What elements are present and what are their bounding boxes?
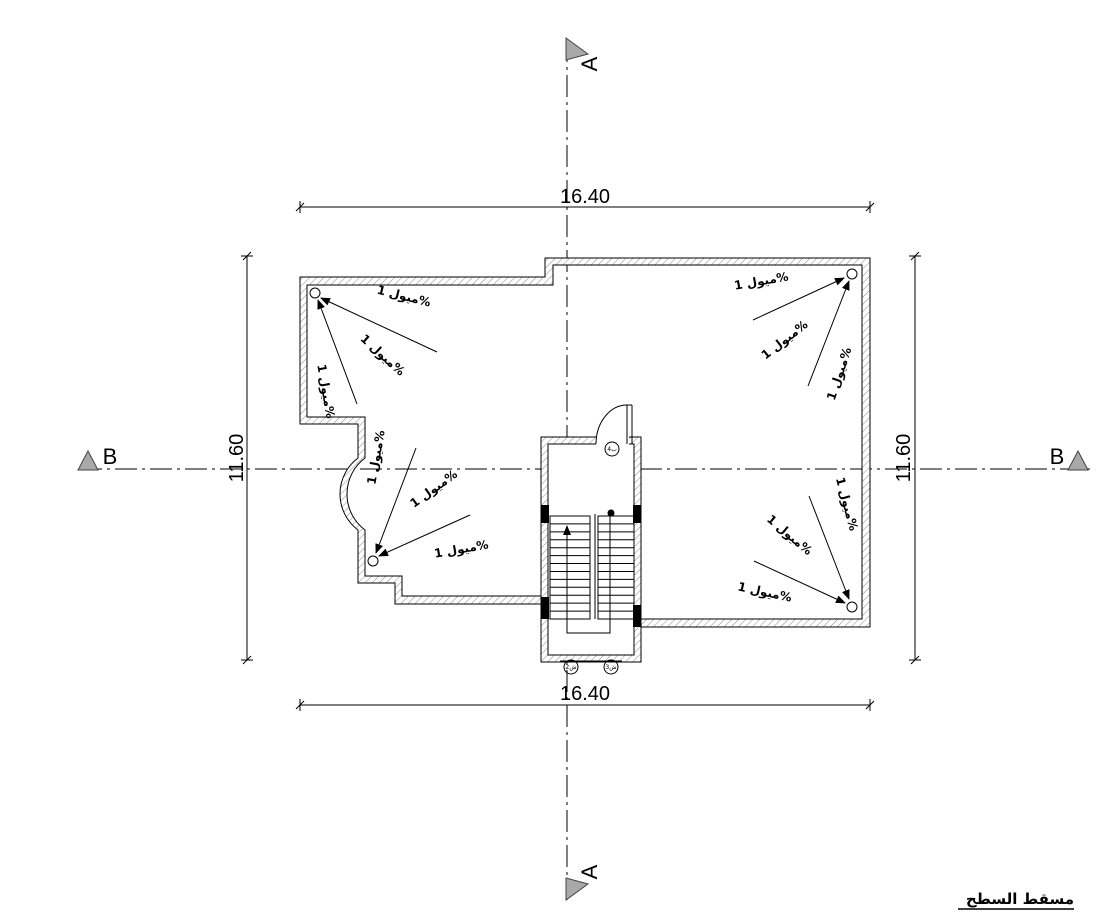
dimension-left-height: 11.60 (226, 434, 248, 483)
door-tag: ب4 (607, 446, 617, 453)
slope-label: ميول 1% (407, 467, 460, 511)
roof-drain-top-right (846, 268, 858, 280)
roof-drain-bottom-right (846, 601, 858, 613)
roof-drain-bottom-left (367, 555, 379, 567)
dimension-lines (241, 201, 921, 711)
slope-label: ميول 1% (759, 317, 811, 363)
dimension-bottom-width: 16.40 (560, 683, 610, 705)
slope-arrows (317, 277, 850, 604)
slope-label: ميول 1% (736, 580, 793, 606)
drawing-title: مسقط السطح (966, 890, 1074, 908)
svg-text:B: B (1050, 444, 1065, 469)
dimension-right-height: 11.60 (893, 434, 915, 483)
stair-core (540, 404, 642, 663)
svg-text:B: B (103, 444, 118, 469)
slope-label: ميول 1% (763, 512, 815, 559)
svg-text:A: A (577, 864, 602, 879)
slope-label: ميول 1% (824, 346, 855, 403)
slope-label: ميول 1% (313, 363, 337, 420)
window-tag-left: ش2 (565, 664, 576, 671)
slope-label: ميول 1% (357, 331, 408, 379)
window-tag-right: ش3 (605, 664, 616, 671)
svg-text:A: A (577, 56, 602, 71)
slope-label: ميول 1% (733, 269, 790, 293)
dimension-top-width: 16.40 (560, 186, 610, 208)
roof-drain-top-left (309, 287, 321, 299)
slope-label: ميول 1% (364, 429, 388, 486)
slope-label: ميول 1% (832, 476, 861, 533)
section-marker-b-left: B (77, 444, 118, 471)
slope-label: ميول 1% (433, 537, 490, 561)
section-marker-b-right: B (1050, 444, 1089, 471)
opening-tags: ب4 ش2 ش3 (560, 441, 622, 675)
section-marker-a-top: A (565, 37, 602, 71)
section-marker-a-bottom: A (565, 864, 602, 901)
slope-label: ميول 1% (375, 283, 432, 311)
